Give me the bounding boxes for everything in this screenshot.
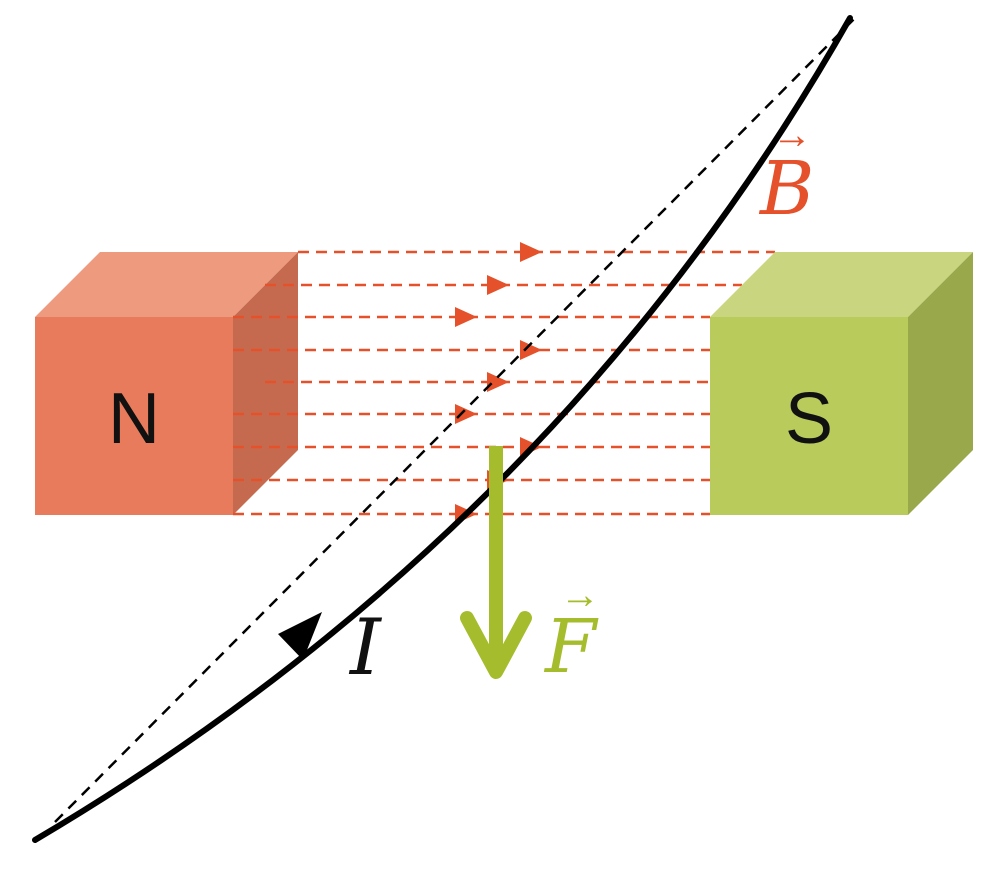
north-pole-label: N: [108, 379, 160, 459]
field-line-arrowhead-6: [455, 404, 477, 424]
magnetic-field-lines: [233, 242, 775, 524]
south-magnet-front-face: [710, 317, 908, 515]
field-line-arrowhead-1: [520, 242, 542, 262]
field-line-arrowhead-5: [487, 372, 509, 392]
force-label-group: → F: [543, 573, 600, 690]
force-vector: [460, 446, 532, 679]
field-line-arrowhead-2: [487, 275, 509, 295]
force-label: F: [543, 604, 599, 690]
south-pole-label: S: [785, 379, 833, 459]
south-magnet-side-face: [908, 252, 973, 515]
force-vector-arrow: →: [560, 573, 600, 617]
current-direction-arrowhead: [278, 612, 322, 660]
south-magnet-top-face: [710, 252, 973, 317]
field-line-arrowhead-3: [455, 307, 477, 327]
north-magnet: N: [35, 252, 298, 515]
current-label: I: [348, 603, 383, 693]
field-line-arrowhead-4: [520, 340, 542, 360]
field-label: B: [758, 146, 814, 232]
north-magnet-top-face: [35, 252, 298, 317]
field-vector-arrow: →: [772, 113, 812, 157]
south-magnet: S: [710, 252, 973, 515]
force-arrowhead: [460, 611, 532, 679]
north-magnet-side-face: [233, 252, 298, 515]
field-label-group: → B: [758, 113, 814, 232]
north-magnet-front-face: [35, 317, 233, 515]
